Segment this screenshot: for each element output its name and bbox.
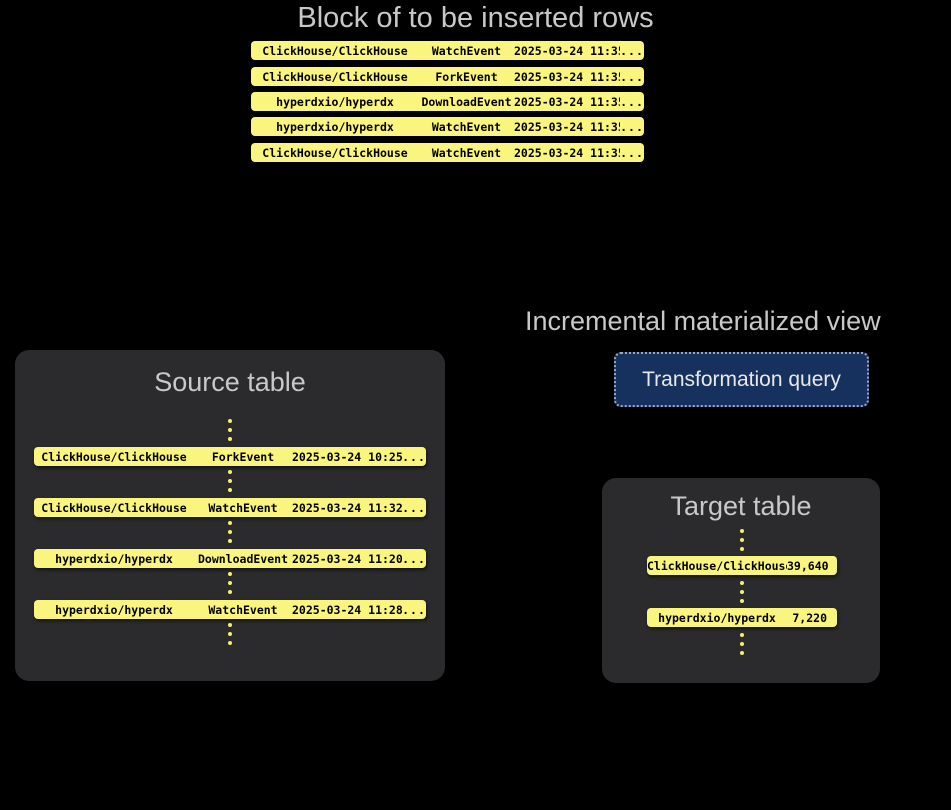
row-repo: hyperdxio/hyperdx	[276, 94, 394, 109]
row-more-ellipsis: ...	[620, 69, 644, 84]
row-more-ellipsis: ...	[402, 602, 426, 617]
row-event: ForkEvent	[435, 69, 498, 84]
row-repo: hyperdxio/hyperdx	[276, 119, 394, 134]
row-time: 2025-03-24 11:35:48	[514, 94, 620, 109]
target-ellipsis-dots	[740, 581, 744, 603]
source-table-row: ClickHouse/ClickHouse WatchEvent 2025-03…	[34, 498, 426, 517]
row-event: WatchEvent	[208, 500, 278, 515]
row-time: 2025-03-24 11:20:12	[292, 551, 402, 566]
target-ellipsis-dots	[740, 633, 744, 655]
row-event: WatchEvent	[431, 145, 502, 160]
row-more-ellipsis: ...	[402, 551, 426, 566]
insert-block-row: ClickHouse/ClickHouse WatchEvent 2025-03…	[251, 143, 644, 162]
transformation-query-box[interactable]: Transformation query	[614, 352, 869, 407]
row-more-ellipsis: ...	[620, 94, 644, 109]
row-event: WatchEvent	[431, 43, 502, 58]
source-table-row: hyperdxio/hyperdx WatchEvent 2025-03-24 …	[34, 600, 426, 619]
row-repo: ClickHouse/ClickHouse	[262, 43, 408, 58]
row-repo: hyperdxio/hyperdx	[55, 551, 173, 566]
row-more-ellipsis: ...	[620, 145, 644, 160]
source-ellipsis-dots	[228, 470, 232, 492]
row-time: 2025-03-24 10:25:00	[292, 449, 402, 464]
insert-block-row: ClickHouse/ClickHouse ForkEvent 2025-03-…	[251, 67, 644, 86]
transformation-query-label: Transformation query	[642, 367, 841, 391]
row-time: 2025-03-24 11:35:40	[514, 43, 620, 58]
row-count: 39,640	[787, 558, 829, 573]
source-ellipsis-dots	[228, 419, 232, 441]
row-event: DownloadEvent	[197, 551, 288, 566]
insert-block-title: Block of to be inserted rows	[297, 2, 654, 34]
source-table-row: ClickHouse/ClickHouse ForkEvent 2025-03-…	[34, 447, 426, 466]
row-repo: ClickHouse/ClickHouse	[262, 145, 408, 160]
row-time: 2025-03-24 11:28:32	[292, 602, 402, 617]
row-event: WatchEvent	[431, 119, 502, 134]
insert-block-row: ClickHouse/ClickHouse WatchEvent 2025-03…	[251, 41, 644, 60]
source-ellipsis-dots	[228, 623, 232, 645]
row-repo: hyperdxio/hyperdx	[658, 610, 776, 625]
insert-block-row: hyperdxio/hyperdx WatchEvent 2025-03-24 …	[251, 117, 644, 136]
row-repo: ClickHouse/ClickHouse	[41, 449, 187, 464]
target-table-title: Target table	[670, 491, 812, 521]
row-more-ellipsis: ...	[620, 119, 644, 134]
row-repo: ClickHouse/ClickHouse	[41, 500, 187, 515]
row-more-ellipsis: ...	[402, 500, 426, 515]
target-table-card: Target table	[602, 478, 880, 683]
row-time: 2025-03-24 11:35:44	[514, 69, 620, 84]
source-ellipsis-dots	[228, 521, 232, 543]
target-ellipsis-dots	[740, 529, 744, 551]
source-ellipsis-dots	[228, 572, 232, 594]
row-repo: hyperdxio/hyperdx	[55, 602, 173, 617]
source-table-title: Source table	[154, 367, 306, 397]
row-event: WatchEvent	[208, 602, 278, 617]
insert-block-row: hyperdxio/hyperdx DownloadEvent 2025-03-…	[251, 92, 644, 111]
target-table-row: hyperdxio/hyperdx 7,220	[647, 608, 837, 627]
row-time: 2025-03-24 11:32:54	[292, 500, 402, 515]
row-time: 2025-03-24 11:35:54	[514, 145, 620, 160]
row-count: 7,220	[792, 610, 827, 625]
row-repo: ClickHouse/ClickHouse	[262, 69, 408, 84]
materialized-view-title: Incremental materialized view	[525, 306, 881, 336]
row-repo: ClickHouse/ClickHouse	[647, 558, 787, 573]
row-more-ellipsis: ...	[620, 43, 644, 58]
row-more-ellipsis: ...	[402, 449, 426, 464]
row-time: 2025-03-24 11:35:52	[514, 119, 620, 134]
target-table-row: ClickHouse/ClickHouse 39,640	[647, 556, 837, 575]
row-event: ForkEvent	[211, 449, 275, 464]
source-table-row: hyperdxio/hyperdx DownloadEvent 2025-03-…	[34, 549, 426, 568]
row-event: DownloadEvent	[421, 94, 512, 109]
